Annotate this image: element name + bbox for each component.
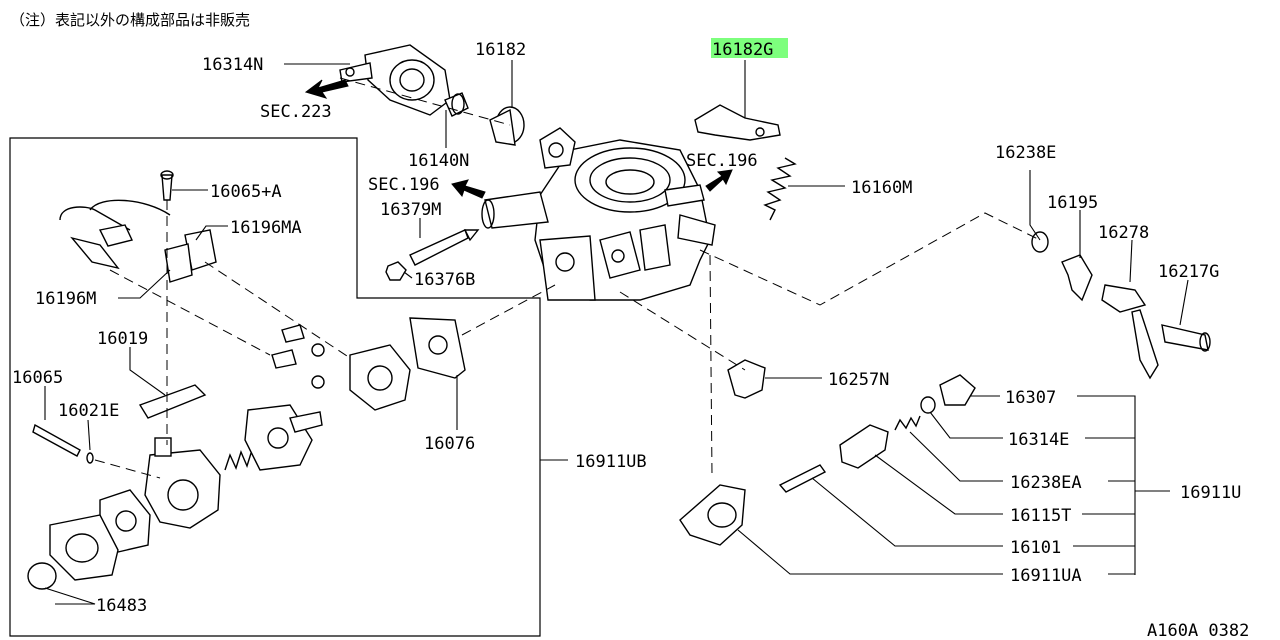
- part-flange: [49, 514, 119, 581]
- part-16257N: [727, 359, 766, 399]
- assembly-line-7: [109, 269, 271, 356]
- part-sensor-body: [144, 437, 221, 529]
- part-16238E: [1031, 231, 1049, 253]
- assembly-box: [9, 137, 541, 637]
- part-rotor: [349, 344, 411, 411]
- label-16238EA: 16238EA: [1010, 473, 1082, 493]
- part-16065A-screw: [160, 170, 174, 201]
- part-16379M: [409, 229, 480, 266]
- label-16140N: 16140N: [408, 151, 469, 171]
- label-16101: 16101: [1010, 538, 1061, 558]
- label-16314E: 16314E: [1008, 430, 1069, 450]
- arrow-sec196-right: [705, 169, 733, 192]
- part-16021E: [86, 452, 94, 464]
- part-16195: [1061, 254, 1093, 302]
- part-16314N: [339, 44, 451, 116]
- part-pins: [271, 324, 325, 389]
- part-shaft-plate: [244, 404, 323, 471]
- part-16217G: [1161, 324, 1211, 352]
- diagram-id: A160A 0382: [1147, 621, 1249, 640]
- label-sec196-right: SEC.196: [686, 151, 758, 171]
- part-16101: [778, 464, 827, 493]
- label-16065A: 16065+A: [210, 182, 282, 202]
- label-16065: 16065: [12, 368, 63, 388]
- part-16115T: [839, 424, 889, 469]
- arrow-sec223: [304, 79, 349, 99]
- label-16278: 16278: [1098, 223, 1149, 243]
- assembly-line-9: [339, 77, 511, 126]
- part-16483: [27, 562, 57, 590]
- assembly-line-4: [461, 284, 556, 336]
- part-16160M: [763, 157, 797, 221]
- note-text: （注）表記以外の構成部品は非販売: [10, 11, 250, 29]
- assembly-line-8: [94, 459, 161, 479]
- part-spring: [224, 449, 253, 471]
- label-16376B: 16376B: [414, 270, 475, 290]
- label-16911U: 16911U: [1180, 483, 1241, 503]
- label-16115T: 16115T: [1010, 506, 1071, 526]
- part-16911UA: [679, 484, 746, 546]
- label-16217G: 16217G: [1158, 262, 1219, 282]
- part-16238EA: [894, 415, 921, 431]
- part-16376B: [385, 261, 407, 281]
- label-16379M: 16379M: [380, 200, 441, 220]
- part-16314E: [920, 396, 936, 414]
- label-16307: 16307: [1005, 388, 1056, 408]
- label-16911UA: 16911UA: [1010, 566, 1082, 586]
- part-16140N: [444, 92, 469, 117]
- assembly-line-1: [699, 212, 1041, 306]
- label-16196M: 16196M: [35, 289, 96, 309]
- part-16307: [939, 374, 976, 406]
- label-16182: 16182: [475, 40, 526, 60]
- part-16076: [409, 317, 466, 379]
- label-16257N: 16257N: [828, 370, 889, 390]
- label-16314N: 16314N: [202, 55, 263, 75]
- label-16019: 16019: [97, 329, 148, 349]
- assembly-line-6: [204, 261, 351, 359]
- assembly-line-3: [619, 291, 746, 371]
- highlight-16182G: [711, 38, 788, 58]
- arrow-sec196-left: [451, 179, 486, 199]
- label-16021E: 16021E: [58, 401, 119, 421]
- label-16076: 16076: [424, 434, 475, 454]
- label-16483: 16483: [96, 596, 147, 616]
- part-16278: [1101, 284, 1159, 380]
- part-16019: [138, 384, 207, 419]
- label-16238E: 16238E: [995, 143, 1056, 163]
- label-16195: 16195: [1047, 193, 1098, 213]
- label-16182G: 16182G: [712, 40, 773, 60]
- part-16196MA-harness: [59, 199, 217, 283]
- leader-lines: [44, 60, 1189, 605]
- part-16065: [32, 423, 81, 457]
- label-16911UB: 16911UB: [575, 452, 647, 472]
- label-16196MA: 16196MA: [230, 218, 302, 238]
- part-16182G: [694, 104, 781, 141]
- assembly-line-2: [709, 254, 713, 476]
- part-16182: [489, 106, 525, 146]
- throttle-body: [481, 127, 716, 301]
- label-sec223: SEC.223: [260, 102, 332, 122]
- label-16160M: 16160M: [851, 178, 912, 198]
- label-sec196-left: SEC.196: [368, 175, 440, 195]
